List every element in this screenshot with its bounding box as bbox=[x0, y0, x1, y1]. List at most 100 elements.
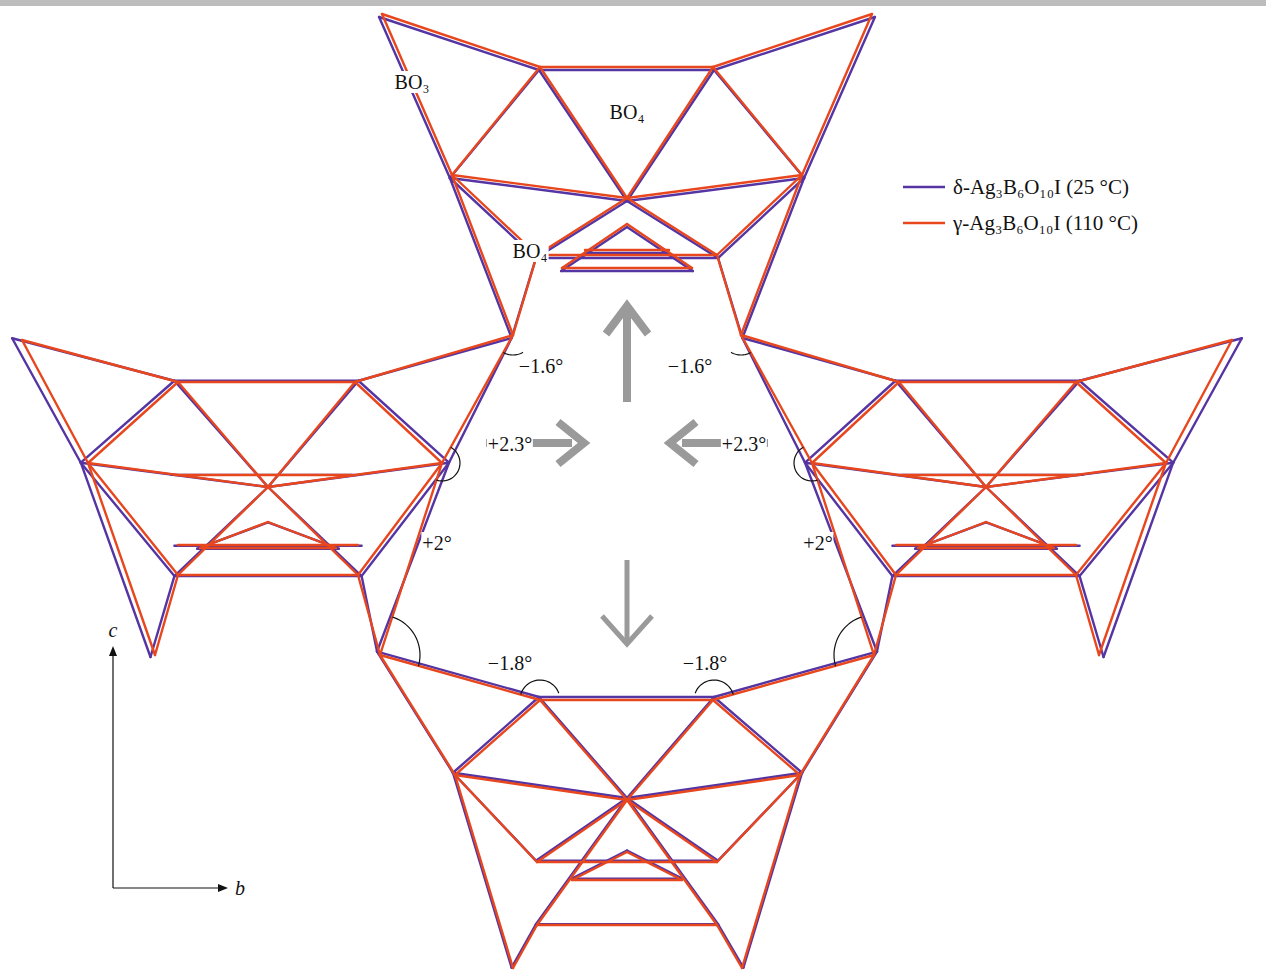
angle-arc bbox=[731, 352, 751, 355]
shift-arrows bbox=[486, 306, 768, 644]
legend-row: δ-Ag₃B₆O₁₀I (25 °C) bbox=[903, 172, 1138, 202]
bond-edge bbox=[627, 175, 802, 198]
bond-edge bbox=[174, 381, 268, 487]
bond-edge bbox=[717, 775, 800, 862]
bond-edge bbox=[175, 474, 352, 476]
axis-label: c bbox=[108, 619, 119, 641]
unit-label: BO₄ bbox=[609, 101, 646, 123]
bond-edge bbox=[874, 575, 896, 655]
bond-edge bbox=[627, 773, 802, 798]
bond-edge bbox=[713, 67, 802, 175]
bond-edge bbox=[539, 697, 627, 798]
legend-line-sample bbox=[903, 217, 945, 229]
bond-edge bbox=[717, 925, 742, 968]
bond-edge bbox=[268, 487, 358, 575]
bond-edge bbox=[452, 67, 540, 175]
angle-value: +2° bbox=[802, 532, 833, 554]
bond-edge bbox=[986, 522, 1054, 548]
bond-edge bbox=[627, 798, 718, 861]
angle-arc bbox=[521, 680, 559, 694]
angle-arcs bbox=[392, 352, 861, 694]
bond-edge bbox=[355, 335, 513, 382]
bond-edge bbox=[718, 178, 804, 258]
bond-edge bbox=[805, 381, 895, 463]
bond-edge bbox=[540, 699, 713, 701]
bond-edge bbox=[627, 852, 682, 880]
bond-edge bbox=[1076, 382, 1166, 463]
bond-edge bbox=[627, 700, 713, 800]
bond-edge bbox=[355, 382, 442, 463]
bond-edge bbox=[986, 487, 1076, 575]
bond-edge bbox=[88, 463, 178, 575]
axis-indicator bbox=[109, 646, 228, 892]
bond-edge bbox=[197, 548, 338, 550]
bond-edge bbox=[22, 340, 88, 463]
legend-text: γ-Ag₃B₆O₁₀I (110 °C) bbox=[953, 211, 1138, 236]
axis-line bbox=[112, 650, 113, 888]
bond-edge bbox=[268, 382, 355, 487]
bond-edge bbox=[171, 474, 355, 476]
bond-edge bbox=[178, 381, 355, 383]
bond-edge bbox=[380, 655, 455, 775]
bond-edge bbox=[268, 381, 358, 487]
bond-edge bbox=[453, 773, 512, 968]
bond-edge bbox=[452, 175, 627, 198]
bond-edge bbox=[540, 66, 713, 68]
bond-edge bbox=[268, 522, 336, 548]
bond-edge bbox=[453, 773, 627, 798]
axis-line bbox=[113, 887, 224, 888]
bond-edge bbox=[986, 487, 1080, 576]
bond-edge bbox=[713, 14, 872, 67]
arrow-head bbox=[670, 422, 696, 464]
angle-value: −1.6° bbox=[518, 355, 564, 377]
bond-edge bbox=[150, 576, 174, 657]
bond-edge bbox=[902, 474, 1079, 476]
bond-edge bbox=[572, 852, 627, 880]
bond-edge bbox=[899, 381, 1076, 383]
bond-edge bbox=[536, 798, 627, 861]
angle-value: +2° bbox=[421, 532, 452, 554]
bond-edge bbox=[804, 17, 875, 178]
bond-edge bbox=[741, 335, 899, 382]
bond-edge bbox=[1076, 463, 1166, 575]
bond-edge bbox=[627, 224, 692, 268]
bond-edge bbox=[741, 175, 802, 335]
bond-edge bbox=[12, 338, 81, 462]
bond-edge bbox=[812, 382, 899, 463]
bond-edge bbox=[713, 700, 800, 775]
bond-edge bbox=[1166, 340, 1232, 463]
bond-edge bbox=[892, 575, 1079, 577]
bond-edge bbox=[539, 70, 627, 201]
bond-edge bbox=[805, 463, 877, 652]
unit-label: BO₄ bbox=[512, 240, 549, 262]
angle-arc bbox=[695, 680, 733, 694]
bond-edge bbox=[562, 224, 627, 268]
legend-line bbox=[903, 186, 945, 189]
bond-edge bbox=[358, 381, 448, 463]
bond-edge bbox=[178, 574, 358, 576]
bond-edge bbox=[380, 463, 442, 655]
bond-edge bbox=[536, 859, 718, 861]
bond-edge bbox=[918, 522, 986, 548]
bond-edge bbox=[718, 924, 743, 967]
bond-edge bbox=[174, 575, 361, 577]
unit-label: BO₃ bbox=[394, 71, 431, 93]
bond-edge bbox=[899, 382, 986, 487]
axis-label: b bbox=[234, 877, 246, 899]
legend: δ-Ag₃B₆O₁₀I (25 °C) γ-Ag₃B₆O₁₀I (110 °C) bbox=[903, 172, 1138, 244]
axis-arrowhead bbox=[109, 646, 117, 656]
angle-arc bbox=[834, 617, 862, 666]
bond-edge bbox=[896, 574, 1076, 576]
bond-edge bbox=[986, 381, 1080, 487]
bond-edge bbox=[537, 861, 717, 863]
bond-edge bbox=[88, 382, 178, 463]
arrow-shaft bbox=[625, 560, 630, 640]
angle-arc bbox=[794, 447, 818, 481]
bond-edge bbox=[81, 381, 175, 463]
bond-edge bbox=[358, 575, 380, 655]
bond-edge bbox=[537, 254, 717, 256]
bond-edge bbox=[800, 655, 874, 775]
bond-edge bbox=[377, 463, 449, 652]
bond-edge bbox=[892, 487, 986, 576]
